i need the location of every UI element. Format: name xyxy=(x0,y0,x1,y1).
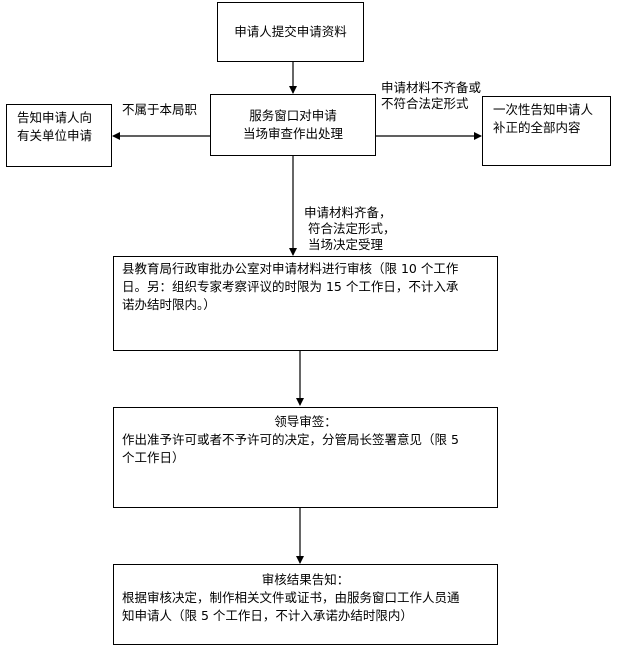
node-leader-sign: 领导审签： 作出准予许可或者不予许可的决定，分管局长签署意见（限 5 个工作日） xyxy=(113,407,498,508)
node-leader-sign-line2: 个工作日） xyxy=(122,450,185,465)
node-inform-other-unit: 告知申请人向 有关单位申请 xyxy=(6,104,112,167)
node-result-notify-line2: 知申请人（限 5 个工作日，不计入承诺办结时限内） xyxy=(122,608,413,623)
node-inform-other-unit-line2: 有关单位申请 xyxy=(17,128,93,143)
node-review-line1: 县教育局行政审批办公室对申请材料进行审核（限 10 个工作 xyxy=(122,261,459,276)
node-review: 县教育局行政审批办公室对申请材料进行审核（限 10 个工作 日。另：组织专家考察… xyxy=(113,256,498,351)
edge-label-down-line1: 申请材料齐备， xyxy=(304,205,392,220)
node-result-notify-title: 审核结果告知： xyxy=(261,572,350,587)
edge-label-down-line2: 符合法定形式， xyxy=(308,221,396,236)
node-inform-other-unit-line1: 告知申请人向 xyxy=(17,110,93,125)
node-leader-sign-line1: 作出准予许可或者不予许可的决定，分管局长签署意见（限 5 xyxy=(122,432,459,447)
node-service-window-line1: 服务窗口对申请 xyxy=(249,108,337,123)
edge-label-right-line2: 不符合法定形式 xyxy=(381,96,469,111)
edge-label-right-line1: 申请材料不齐备或 xyxy=(381,80,482,95)
node-submit-text: 申请人提交申请资料 xyxy=(234,24,347,39)
node-leader-sign-title: 领导审签： xyxy=(274,414,337,429)
node-review-line3: 诺办结时限内。） xyxy=(122,297,216,312)
node-inform-supplement: 一次性告知申请人 补正的全部内容 xyxy=(482,96,611,166)
node-result-notify: 审核结果告知： 根据审核决定，制作相关文件或证书，由服务窗口工作人员通 知申请人… xyxy=(113,564,498,645)
node-submit: 申请人提交申请资料 xyxy=(217,2,364,62)
edge-label-left-text: 不属于本局职 xyxy=(122,102,198,117)
node-inform-supplement-line1: 一次性告知申请人 xyxy=(493,102,594,117)
node-inform-supplement-line2: 补正的全部内容 xyxy=(493,120,581,135)
edge-label-down: 申请材料齐备， 符合法定形式， 当场决定受理 xyxy=(304,205,396,253)
node-review-line2: 日。另：组织专家考察评议的时限为 15 个工作日，不计入承 xyxy=(122,279,459,294)
node-service-window-line2: 当场审查作出处理 xyxy=(242,126,343,141)
node-service-window: 服务窗口对申请 当场审查作出处理 xyxy=(210,94,376,156)
edge-label-down-line3: 当场决定受理 xyxy=(308,237,384,252)
node-result-notify-line1: 根据审核决定，制作相关文件或证书，由服务窗口工作人员通 xyxy=(122,590,460,605)
edge-label-left: 不属于本局职 xyxy=(122,102,197,118)
edge-label-right: 申请材料不齐备或 不符合法定形式 xyxy=(381,80,481,112)
